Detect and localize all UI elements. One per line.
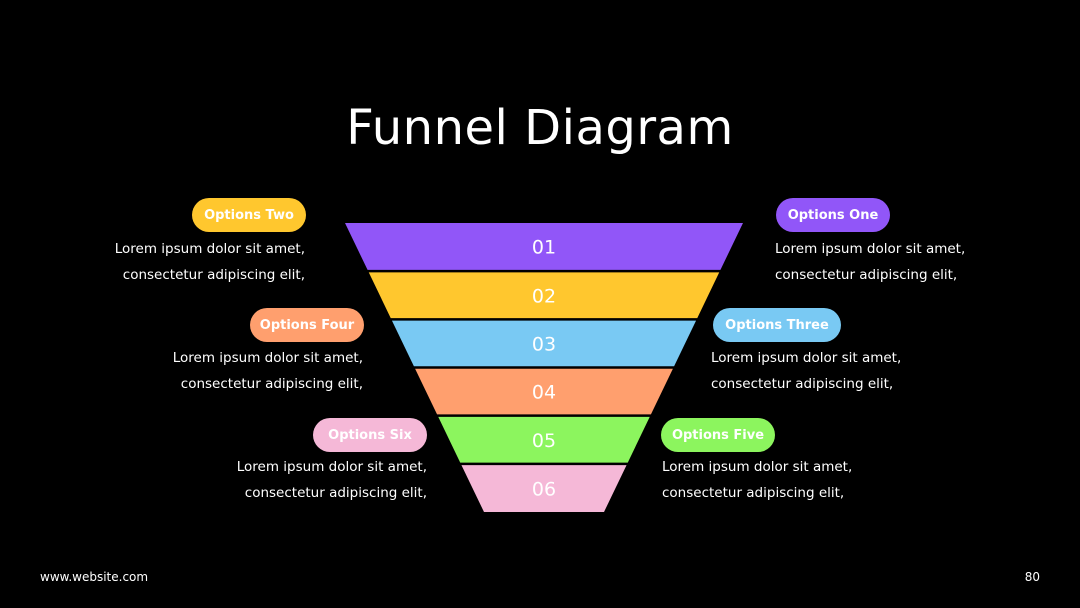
options-five-label: Options Five [671,427,765,443]
options-three-description: Lorem ipsum dolor sit amet, consectetur … [711,345,1011,397]
footer-page-number: 80 [1024,570,1040,584]
options-five-line1: Lorem ipsum dolor sit amet, [662,459,853,475]
options-four-label: Options Four [259,317,355,333]
funnel-segment-05 [438,416,650,463]
funnel-segment-06 [461,465,627,512]
options-two-description: Lorem ipsum dolor sit amet, consectetur … [5,236,305,288]
options-five-description: Lorem ipsum dolor sit amet, consectetur … [662,454,962,506]
options-one-line2: consectetur adipiscing elit, [775,267,958,283]
options-three-label: Options Three [725,317,829,333]
options-one-label: Options One [787,207,879,223]
options-two-pill: Options Two [192,198,306,232]
page-title: Funnel Diagram [346,100,734,156]
options-three-pill: Options Three [713,308,841,342]
options-one-pill: Options One [776,198,890,232]
funnel-segment-03 [391,320,697,367]
options-six-line2: consectetur adipiscing elit, [244,485,427,501]
options-four-description: Lorem ipsum dolor sit amet, consectetur … [63,345,363,397]
options-six-description: Lorem ipsum dolor sit amet, consectetur … [127,454,427,506]
funnel-segment-04 [415,368,673,415]
funnel-segment-label-06: 06 [532,479,556,501]
options-one-line1: Lorem ipsum dolor sit amet, [775,241,966,257]
funnel-segment-label-02: 02 [532,285,556,307]
options-one-description: Lorem ipsum dolor sit amet, consectetur … [775,236,1075,288]
funnel-segment-label-03: 03 [532,333,556,355]
options-four-pill: Options Four [250,308,364,342]
funnel-segment-label-04: 04 [532,382,556,404]
options-two-label: Options Two [204,207,294,223]
funnel-segment-01 [345,223,743,270]
options-four-line2: consectetur adipiscing elit, [180,376,363,392]
funnel-segment-label-05: 05 [532,430,556,452]
options-six-label: Options Six [328,427,412,443]
options-three-line1: Lorem ipsum dolor sit amet, [711,350,902,366]
options-two-line1: Lorem ipsum dolor sit amet, [114,241,305,257]
funnel-segment-label-01: 01 [532,236,556,258]
options-six-line1: Lorem ipsum dolor sit amet, [236,459,427,475]
options-six-pill: Options Six [313,418,427,452]
options-three-line2: consectetur adipiscing elit, [711,376,894,392]
options-two-line2: consectetur adipiscing elit, [122,267,305,283]
options-four-line1: Lorem ipsum dolor sit amet, [172,350,363,366]
footer-website: www.website.com [40,570,149,584]
options-five-pill: Options Five [661,418,775,452]
funnel-segment-02 [368,272,720,319]
options-five-line2: consectetur adipiscing elit, [662,485,845,501]
